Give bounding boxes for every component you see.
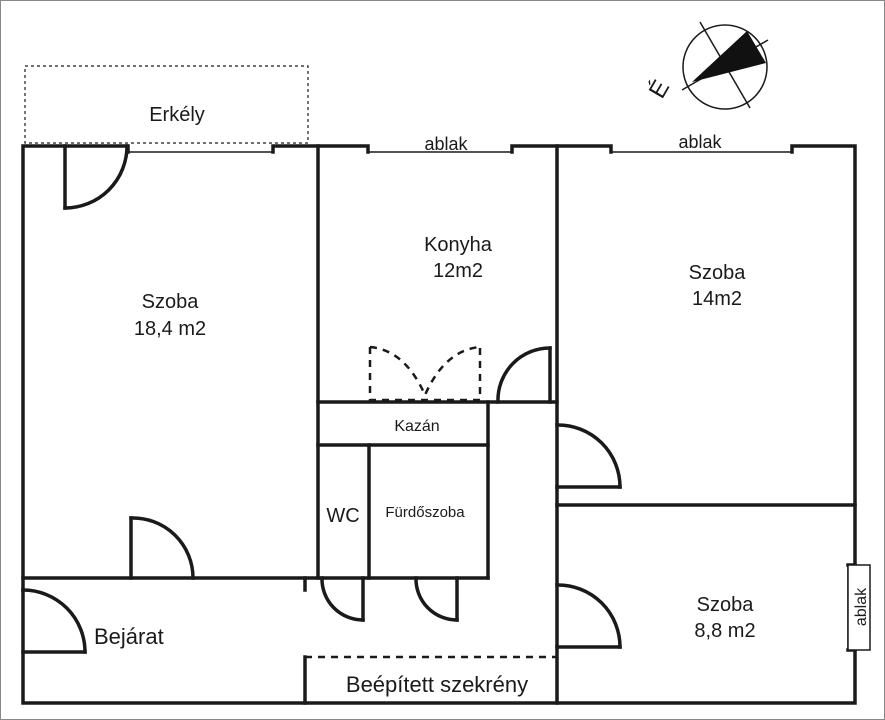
room3-area: 8,8 m2 bbox=[694, 620, 755, 642]
bathroom-label: Fürdőszoba bbox=[385, 504, 465, 521]
room1-area: 18,4 m2 bbox=[134, 318, 206, 340]
compass-label: É bbox=[644, 76, 675, 103]
room3-name: Szoba bbox=[697, 594, 755, 616]
compass: É bbox=[644, 21, 769, 110]
doors bbox=[21, 144, 622, 654]
room1-name: Szoba bbox=[142, 291, 200, 313]
kitchen-name: Konyha bbox=[424, 234, 493, 256]
room2-window-label: ablak bbox=[678, 132, 722, 152]
kitchen-window-label: ablak bbox=[424, 134, 468, 154]
room2-name: Szoba bbox=[689, 262, 747, 284]
entrance-label: Bejárat bbox=[94, 624, 164, 649]
room3-window-label: ablak bbox=[853, 587, 870, 626]
wc-label: WC bbox=[326, 505, 359, 527]
boiler-label: Kazán bbox=[394, 418, 439, 435]
closet-label: Beépített szekrény bbox=[346, 672, 528, 697]
kitchen-area: 12m2 bbox=[433, 260, 483, 282]
right-window bbox=[847, 564, 871, 651]
stove-outline bbox=[368, 345, 482, 402]
compass-circle bbox=[682, 24, 768, 110]
room2-area: 14m2 bbox=[692, 288, 742, 310]
north-arrow-icon bbox=[692, 31, 766, 82]
balcony-label: Erkély bbox=[149, 104, 205, 126]
